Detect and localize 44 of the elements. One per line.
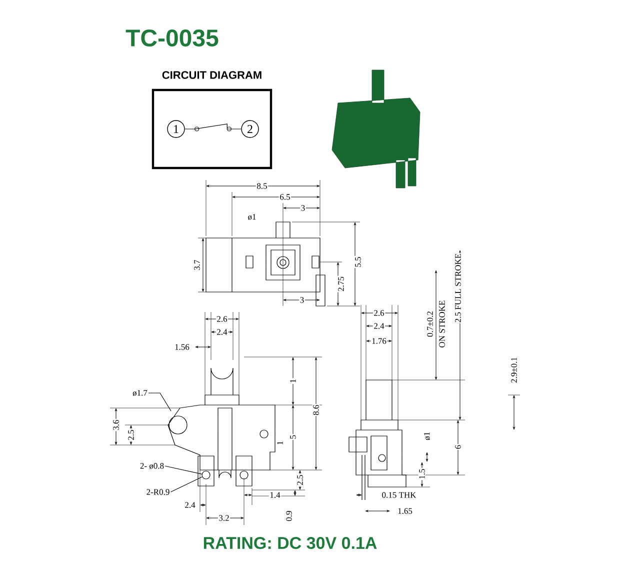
- callout-text: 2- ø0.8: [139, 462, 165, 470]
- dimension-label: 6.5: [278, 193, 292, 201]
- dimension-label: 1.56: [174, 343, 190, 351]
- dimension-label: 5.5: [354, 256, 362, 268]
- dimension-label: 1: [289, 378, 297, 384]
- dimension-label: ON STROKE: [438, 299, 446, 349]
- callout-text: ø1.7: [132, 389, 148, 397]
- terminal-hole: [202, 470, 210, 480]
- dimension-label: 2.9±0.1: [510, 356, 518, 384]
- dimension-label: 6: [454, 444, 462, 450]
- dimension-label: 1.65: [396, 507, 414, 515]
- dimension-label: 2.6: [216, 315, 228, 323]
- dimension-label: 1.4: [268, 491, 282, 499]
- dimension-label: 2.5: [127, 428, 135, 442]
- dimension-label: 3.6: [112, 418, 120, 432]
- dimension-label: 0.15 THK: [380, 491, 418, 499]
- dimension-label: 8.6: [312, 404, 320, 416]
- dimension-label: 1.76: [370, 337, 388, 345]
- dimension-label: 1.5: [418, 468, 426, 480]
- dimension-label: 2.75: [337, 276, 345, 292]
- dimension-label: 1: [276, 440, 284, 446]
- dimension-label: 2.6: [372, 309, 386, 317]
- dimension-label: ø1: [246, 213, 258, 221]
- leader-line: [148, 392, 172, 412]
- dimension-label: 3: [299, 296, 305, 304]
- callout-text: 2-R0.9: [146, 488, 170, 496]
- dimension-label: 2.4: [372, 322, 386, 330]
- dimension-label: 3.2: [218, 514, 230, 522]
- dimension-label: 0.9: [285, 510, 293, 522]
- dimension-label: 0.7±0.2: [426, 310, 434, 338]
- caption: RATING: DC 30V 0.1A: [204, 536, 377, 550]
- dimension-label: 2.4: [216, 328, 228, 336]
- dimension-label: 3: [300, 204, 306, 212]
- dimension-label: 2.5: [296, 474, 304, 486]
- leader-line: [170, 476, 202, 492]
- dimension-label: 5: [289, 434, 297, 440]
- dimension-label: 8.5: [256, 182, 268, 190]
- dimension-label: ø1: [423, 430, 431, 442]
- leader-line: [164, 466, 202, 474]
- node-label: CIRCUIT DIAGRAM: [162, 71, 262, 79]
- title: TC-0035: [126, 30, 218, 46]
- dimension-label: 2.5 FULL STROKE: [454, 252, 462, 324]
- dimension-label: 2.4: [184, 501, 196, 509]
- dimension-label: 3.7: [193, 258, 201, 272]
